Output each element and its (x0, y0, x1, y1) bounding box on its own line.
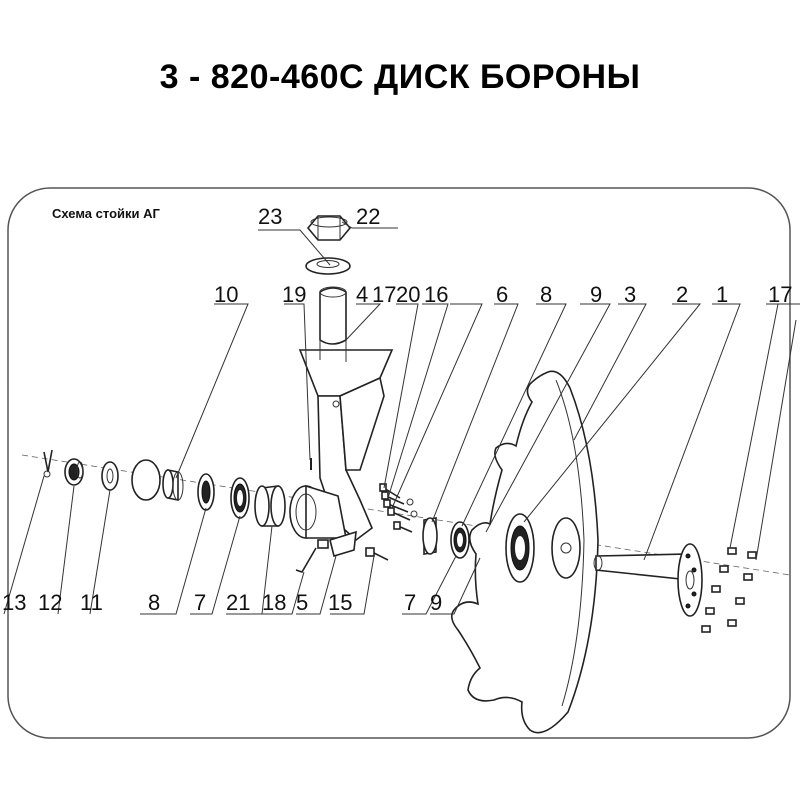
part-12-castle-nut (64, 458, 84, 486)
part-15-bolt (365, 547, 389, 561)
label-5: 5 (296, 590, 308, 615)
part-21-bushing (254, 485, 286, 527)
part-22-nut (306, 215, 352, 241)
label-1: 1 (716, 282, 728, 307)
part-11-washer (101, 461, 119, 491)
part-7-bearing-right (450, 521, 470, 559)
part-18-bolt (295, 539, 329, 573)
label-7-left: 7 (194, 590, 206, 615)
page-title: 3 - 820-460С ДИСК БОРОНЫ (159, 58, 641, 96)
part-17-nuts (701, 547, 757, 633)
part-23-washer (305, 257, 351, 275)
label-22: 22 (356, 204, 380, 229)
part-1-axle (593, 543, 703, 617)
label-13: 13 (2, 590, 26, 615)
label-4: 4 (356, 282, 368, 307)
label-9-bottom: 9 (430, 590, 442, 615)
label-2: 2 (676, 282, 688, 307)
part-10-cap (131, 459, 161, 501)
diagram-frame (7, 187, 791, 739)
part-10-bushing (162, 469, 184, 501)
part-2-hub (505, 513, 535, 583)
label-19: 19 (282, 282, 306, 307)
leader-lines (3, 221, 800, 615)
part-7-bearing-left (230, 477, 250, 519)
part-16-bolts (379, 483, 418, 533)
label-18: 18 (262, 590, 286, 615)
label-16: 16 (424, 282, 448, 307)
label-8-bottom: 8 (148, 590, 160, 615)
label-23: 23 (258, 204, 282, 229)
part-13-cotter-pin (43, 449, 53, 478)
label-3: 3 (624, 282, 636, 307)
label-20: 20 (396, 282, 420, 307)
part-5-plate (329, 530, 357, 558)
part-4-stand (289, 286, 394, 542)
label-7-right: 7 (404, 590, 416, 615)
label-15: 15 (328, 590, 352, 615)
label-21: 21 (226, 590, 250, 615)
label-17-right: 17 (768, 282, 792, 307)
label-12: 12 (38, 590, 62, 615)
label-6: 6 (496, 282, 508, 307)
label-11: 11 (80, 590, 103, 615)
part-6-sleeve (422, 517, 438, 555)
label-9-top: 9 (590, 282, 602, 307)
part-labels: 23 22 10 19 4 17 20 16 6 8 9 3 2 1 17 13… (2, 204, 792, 615)
diagram-caption: Схема стойки АГ (52, 206, 160, 221)
part-8-seal-left (197, 473, 215, 511)
label-17-top: 17 (372, 282, 396, 307)
label-10: 10 (214, 282, 238, 307)
label-8-top: 8 (540, 282, 552, 307)
